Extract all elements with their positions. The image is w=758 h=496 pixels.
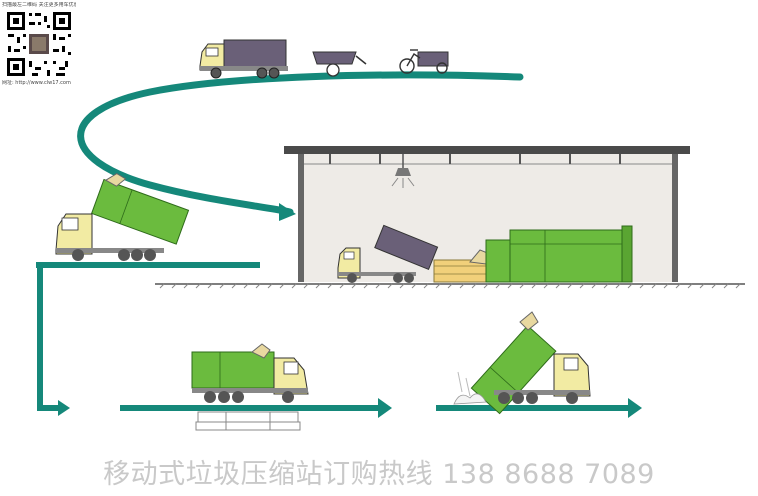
dumping-truck-icon [337,224,439,283]
hotline-caption: 移动式垃圾压缩站订购热线 138 8688 7089 [103,459,655,490]
qr-bottom-text: 网址: http://www.clw17.com [2,80,71,86]
unload-route-line [436,405,630,411]
ground-line [155,283,745,289]
weigh-route-arrowhead [378,398,392,418]
transfer-route-l [37,268,60,411]
weighbridge-icon [195,411,301,431]
compactor-unit [433,225,633,283]
loading-platform [36,262,260,268]
collection-route-arrowhead [279,203,296,221]
unloading-truck-icon [453,311,591,415]
hook-lift-truck-icon [55,172,190,261]
qr-top-text: 扫描最左二维码 关注更多用车优惠 [2,2,76,8]
handcart-icon [312,51,367,77]
loaded-truck-icon [191,343,309,403]
collection-route-curve [77,71,524,216]
garbage-truck-icon [199,39,288,79]
qr-code-icon [5,10,73,78]
transfer-route-l-arrowhead [58,400,70,416]
qr-code-block: 扫描最左二维码 关注更多用车优惠 网址: http://www.clw17.co… [2,2,76,88]
unload-route-arrowhead [628,398,642,418]
weigh-route-line [120,405,380,411]
tricycle-icon [399,49,449,74]
